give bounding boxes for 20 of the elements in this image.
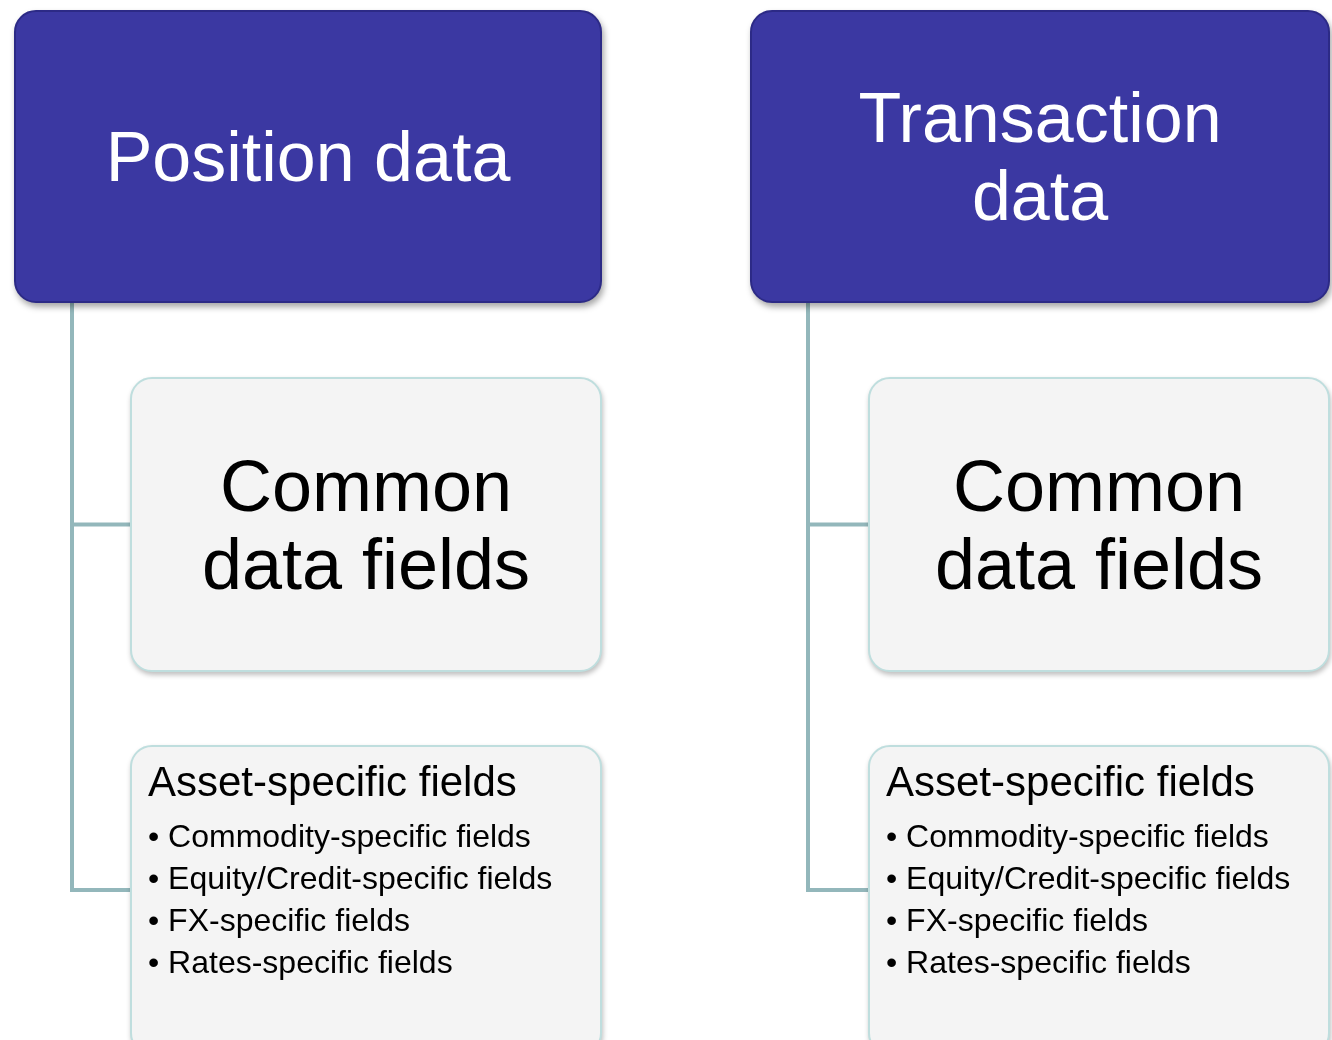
bullet-item: • FX-specific fields — [148, 901, 411, 940]
content-box — [868, 745, 1330, 1040]
header-title: Transaction data — [857, 78, 1223, 235]
bullet-item: • FX-specific fields — [886, 901, 1149, 940]
bullet-item: • Rates-specific fields — [886, 943, 1192, 982]
box-title: Common data fields — [200, 446, 532, 603]
content-box — [130, 745, 602, 1040]
content-box — [130, 377, 602, 672]
bullet-item: • Equity/Credit-specific fields — [148, 859, 554, 898]
category-header-box — [750, 10, 1330, 303]
category-header-box — [14, 10, 602, 303]
header-title: Position data — [104, 117, 512, 196]
bullet-item: • Equity/Credit-specific fields — [886, 859, 1292, 898]
content-box — [868, 377, 1330, 672]
box-title: Common data fields — [933, 446, 1265, 603]
bullet-item: • Commodity-specific fields — [148, 817, 532, 856]
box-heading: Asset-specific fields — [148, 757, 517, 807]
box-heading: Asset-specific fields — [886, 757, 1255, 807]
bullet-item: • Commodity-specific fields — [886, 817, 1270, 856]
bullet-item: • Rates-specific fields — [148, 943, 454, 982]
